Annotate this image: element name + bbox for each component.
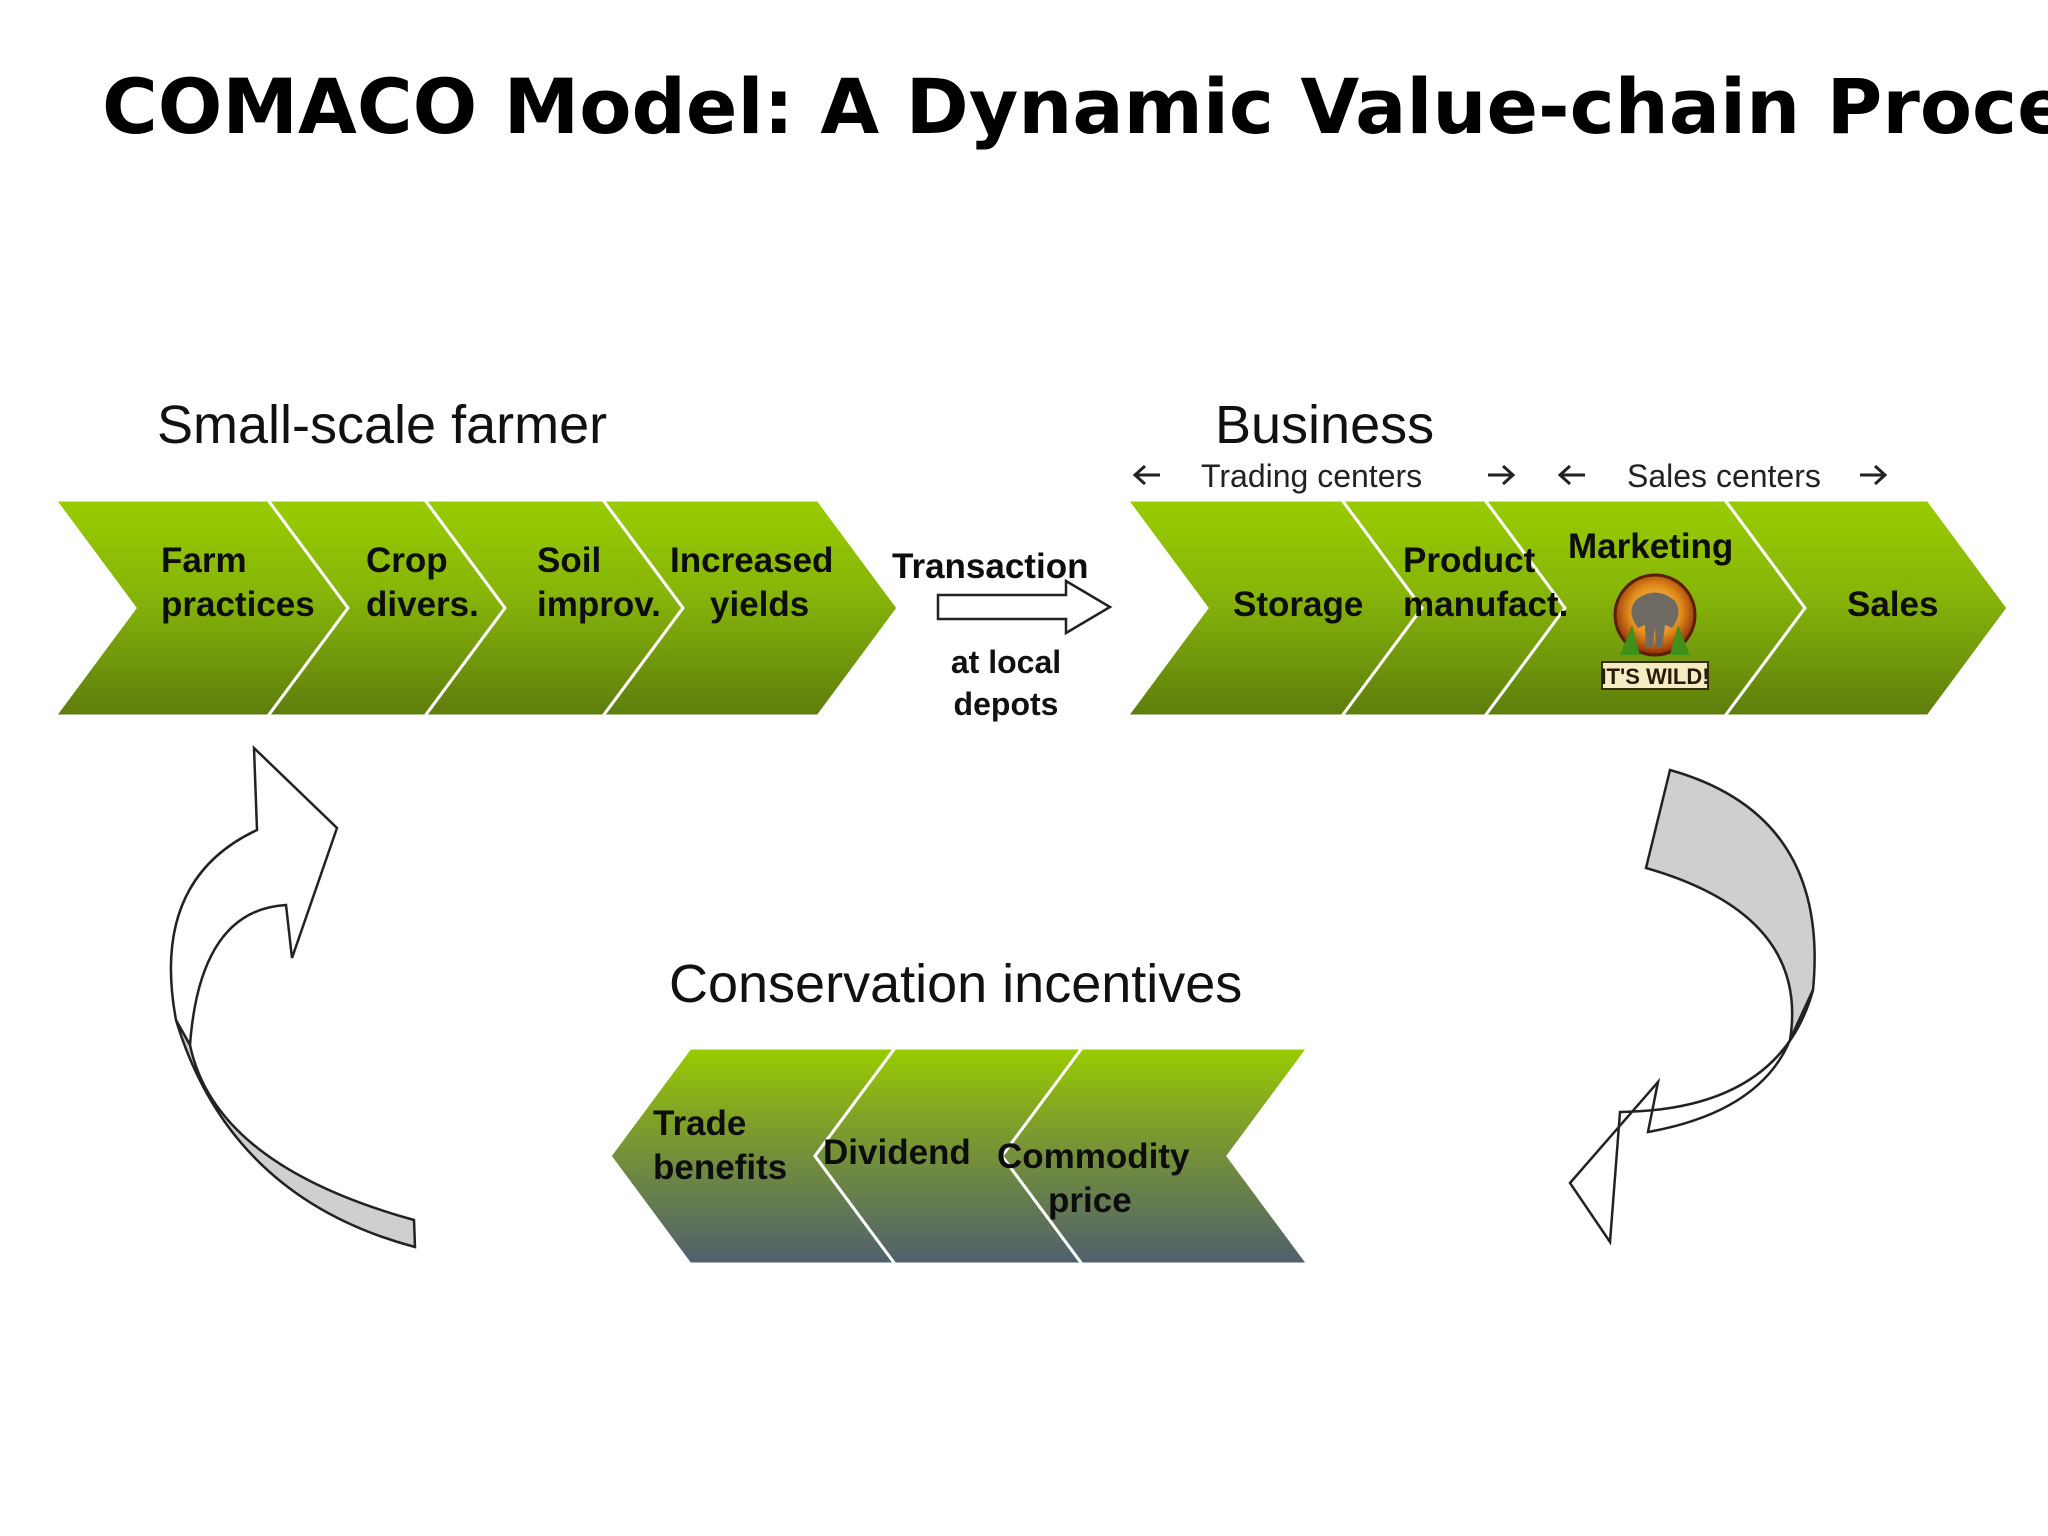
trading-centers-label: Trading centers: [1201, 458, 1422, 494]
chevron-sales: [1722, 498, 2010, 718]
arrow-left-icon: [1557, 464, 1585, 486]
cycle-arrow-up-icon: [169, 744, 417, 1249]
farmer-heading: Small-scale farmer: [157, 395, 607, 455]
business-chain: [1124, 498, 2010, 718]
chevron-label: Dividend: [823, 1133, 971, 1172]
logo-text: IT'S WILD!: [1600, 664, 1709, 689]
transaction-arrow-icon: [936, 578, 1113, 636]
arrow-left-icon: [1132, 464, 1160, 486]
trading-centers-range: Trading centers: [1132, 458, 1516, 494]
farmer-chain: [52, 498, 900, 718]
sales-centers-range: Sales centers: [1557, 458, 1888, 494]
arrow-right-icon: [1860, 464, 1888, 486]
transaction-label: Transaction: [892, 547, 1088, 586]
chevron-label: Storage: [1233, 585, 1363, 624]
its-wild-logo: IT'S WILD!: [1600, 573, 1710, 690]
business-heading: Business: [1215, 395, 1434, 455]
page-title: COMACO Model: A Dynamic Value-chain Proc…: [102, 62, 2048, 151]
chevron-label: Marketing: [1568, 527, 1733, 566]
sales-centers-label: Sales centers: [1627, 458, 1821, 494]
chevron-increased-yields: [600, 498, 900, 718]
elephant-icon: [1631, 592, 1679, 648]
chevron-label: Sales: [1847, 585, 1938, 624]
cycle-arrow-down-icon: [1568, 768, 1816, 1246]
chevron-commodity-price: [1000, 1046, 1311, 1266]
conservation-heading: Conservation incentives: [669, 954, 1242, 1014]
arrow-right-icon: [1488, 464, 1516, 486]
conservation-chain: [608, 1046, 1311, 1266]
